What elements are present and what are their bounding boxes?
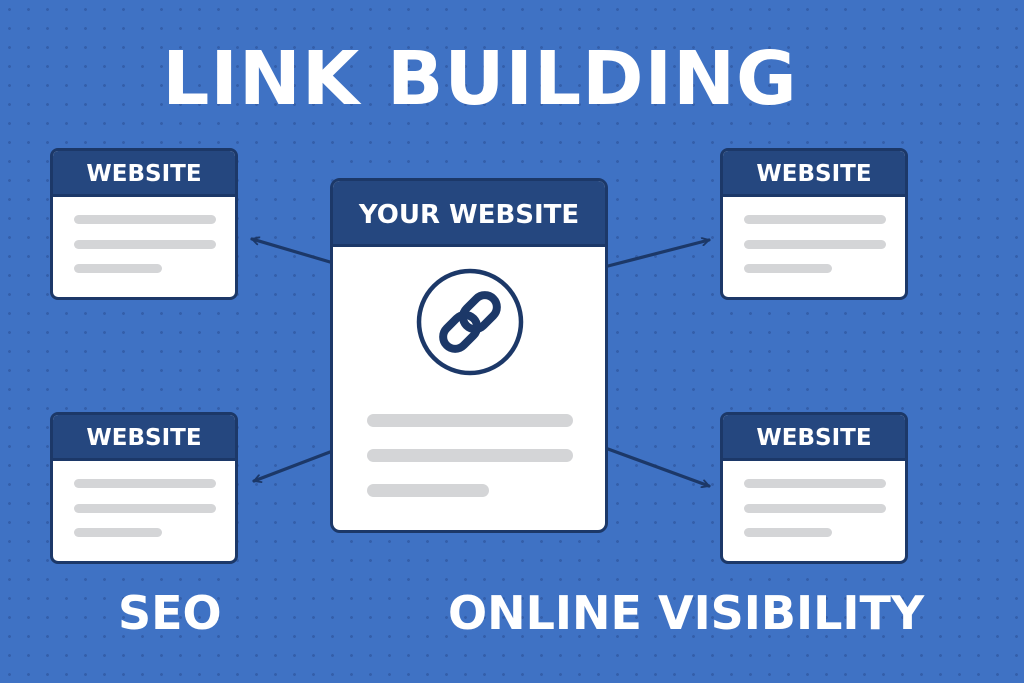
text-placeholder-line [367, 449, 573, 462]
website-card-header: WEBSITE [723, 415, 905, 461]
text-placeholder-line [744, 479, 886, 488]
website-card-bottom-right: WEBSITE [720, 412, 908, 564]
arrow-top-left [250, 239, 332, 264]
website-card-top-left: WEBSITE [50, 148, 238, 300]
website-card-header: WEBSITE [53, 415, 235, 461]
caption-online-visibility: ONLINE VISIBILITY [448, 586, 925, 640]
text-placeholder-line [74, 528, 162, 537]
website-card-header: WEBSITE [53, 151, 235, 197]
text-placeholder-line [744, 528, 832, 537]
website-card-top-right: WEBSITE [720, 148, 908, 300]
caption-seo: SEO [118, 586, 222, 640]
your-website-header: YOUR WEBSITE [333, 181, 605, 247]
website-card-header: WEBSITE [723, 151, 905, 197]
page-title: LINK BUILDING [162, 36, 798, 122]
text-placeholder-line [367, 484, 489, 497]
your-website-card: YOUR WEBSITE [330, 178, 608, 533]
text-placeholder-line [744, 504, 886, 513]
text-placeholder-line [367, 414, 573, 427]
text-placeholder-line [74, 504, 216, 513]
text-placeholder-line [744, 240, 886, 249]
website-card-bottom-left: WEBSITE [50, 412, 238, 564]
text-placeholder-line [74, 479, 216, 488]
arrow-bottom-left [252, 450, 332, 481]
text-placeholder-line [744, 264, 832, 273]
text-placeholder-line [74, 240, 216, 249]
chain-link-icon [416, 268, 524, 376]
arrow-top-right [606, 240, 711, 268]
text-placeholder-line [74, 264, 162, 273]
text-placeholder-line [74, 215, 216, 224]
text-placeholder-line [744, 215, 886, 224]
arrow-bottom-right [606, 447, 711, 486]
